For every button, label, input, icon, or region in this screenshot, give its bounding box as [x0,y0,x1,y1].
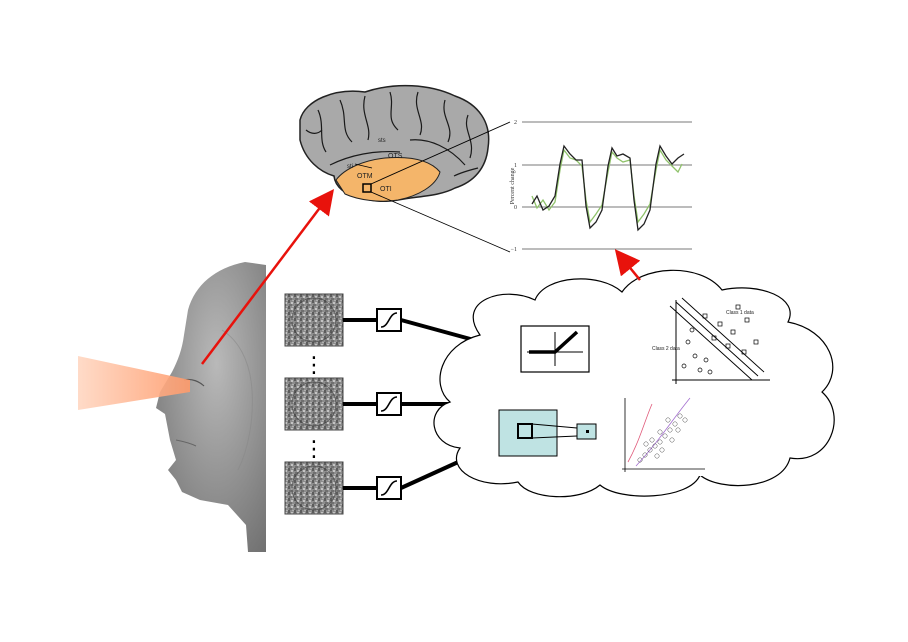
ellipsis-marker: ⋮ [303,437,325,462]
human-head [156,262,266,552]
eye-to-brain-arrow [201,189,335,365]
sigmoid-unit [376,308,402,332]
fmri-response-plot: 2 1 0 −1 Percent change [510,120,692,253]
y-axis-label: Percent change [510,167,516,204]
filter-bank: ⋮ ⋮ [284,293,475,515]
gabor-filter-image [284,461,344,515]
sigmoid-unit [376,392,402,416]
classifier-cloud: Class 1 data Class 2 data [433,269,835,498]
class-1-points [702,304,759,355]
svm-classifier-panel: Class 1 data Class 2 data [652,296,772,388]
gabor-filter-image [284,377,344,431]
label-sts: sts [378,138,386,144]
sigmoid-unit [376,476,402,500]
gabor-filter-image [284,293,344,347]
receptive-field-panel [498,409,597,457]
y-tick-label: −1 [511,247,517,253]
label-sti: sti [347,164,353,170]
y-tick-label: 1 [514,163,517,169]
series-light [531,148,683,224]
class-1-label: Class 1 data [726,310,754,316]
voxel-marker [362,183,372,193]
label-ots: OTS [388,153,403,160]
label-otm: OTM [357,173,373,180]
label-oti: OTI [380,186,392,193]
y-tick-label: 0 [514,205,517,211]
cloud-to-plot-arrow [614,249,641,281]
class-2-points [681,327,713,375]
manifold-scatter-panel [620,394,708,476]
series-dark [531,144,685,232]
cluster-points [637,413,688,463]
y-tick-label: 2 [514,120,517,126]
brain-sulci [305,91,479,177]
ellipsis-marker: ⋮ [303,353,325,378]
activation-function-panel [520,325,590,373]
light-beam [78,356,190,410]
brain-illustration: sts OTS sti OTM OTI [299,84,511,253]
class-2-label: Class 2 data [652,346,680,352]
